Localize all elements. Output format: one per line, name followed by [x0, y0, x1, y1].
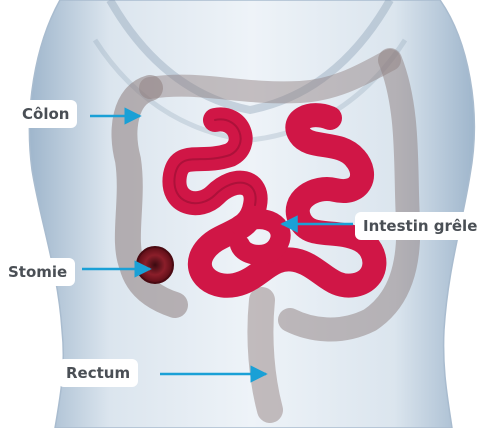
- rectum: [260, 300, 270, 410]
- colon-label: Côlon: [14, 100, 77, 128]
- small-intestine-label: Intestin grêle: [355, 212, 485, 240]
- rectum-label: Rectum: [58, 359, 138, 387]
- stoma-label: Stomie: [0, 258, 75, 286]
- stoma: [137, 247, 173, 283]
